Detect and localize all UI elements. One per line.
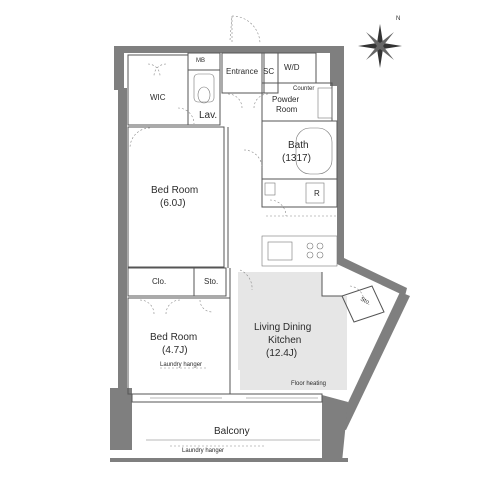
ldk-label-line2: Kitchen (268, 335, 301, 346)
bedroom1-label: Bed Room (151, 185, 198, 196)
compass-rose: N (358, 16, 402, 68)
north-label: N (396, 16, 400, 22)
door-swings (129, 15, 365, 447)
laundry-hanger-balcony-label: Laundry hanger (182, 448, 224, 454)
floor-heating-area (238, 272, 347, 390)
powder-room-label-1: Powder (272, 95, 299, 104)
refrigerator-label: R (314, 189, 320, 198)
wic-label: WIC (150, 93, 166, 102)
room-labels: MB Entrance SC W/D Counter WIC Lav. Powd… (150, 58, 372, 454)
counter-label: Counter (293, 86, 314, 92)
floor-heating-label: Floor heating (291, 381, 326, 387)
wd-label: W/D (284, 63, 300, 72)
entrance-label: Entrance (226, 67, 259, 76)
sc-label: SC (263, 67, 274, 76)
bedroom2-size-label: (4.7J) (162, 345, 188, 356)
bath-size-label: (1317) (282, 153, 311, 164)
powder-room-label-2: Room (276, 105, 298, 114)
ldk-size-label: (12.4J) (266, 348, 297, 359)
lav-label: Lav. (199, 110, 217, 121)
bedroom1-size-label: (6.0J) (160, 198, 186, 209)
outer-walls (110, 46, 410, 462)
interior-walls (127, 52, 385, 441)
mb-label: MB (196, 58, 205, 64)
ldk-label-line1: Living Dining (254, 322, 311, 333)
balcony-label: Balcony (214, 426, 250, 437)
storage-label-1: Sto. (204, 277, 218, 286)
bath-label: Bath (288, 140, 309, 151)
laundry-hanger-bedroom-label: Laundry hanger (160, 362, 202, 368)
closet-label: Clo. (152, 277, 166, 286)
storage-label-2: Sto. (359, 296, 372, 306)
bedroom2-label: Bed Room (150, 332, 197, 343)
